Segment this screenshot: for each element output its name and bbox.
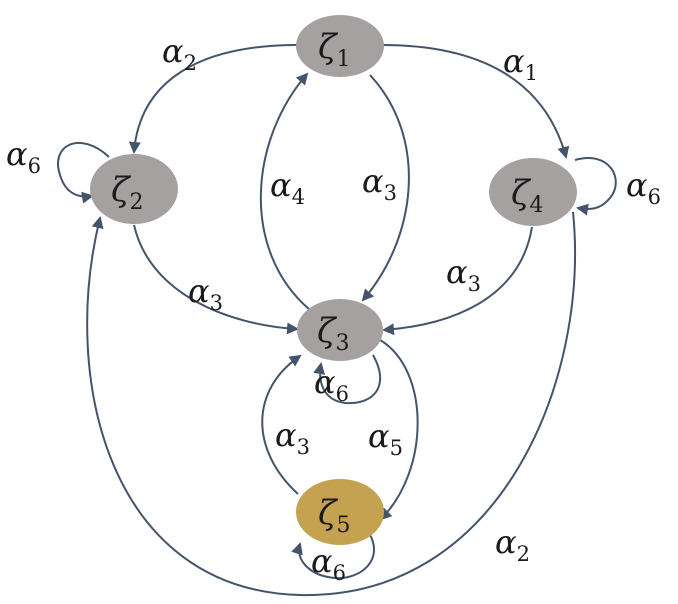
edge-z3-z5 <box>379 339 419 521</box>
node-zeta-5: ζ5 <box>296 479 384 545</box>
edge-z5-z5 <box>291 532 376 580</box>
edge-z1-z3 <box>361 74 410 302</box>
edge-label-z2-z3: α3 <box>188 272 223 315</box>
edge-label-z1-z2: α2 <box>162 32 197 75</box>
edge-label-z4-z4: α6 <box>626 166 661 209</box>
edge-z4-z2 <box>86 211 577 597</box>
edge-label-z2-z2: α6 <box>6 135 41 178</box>
node-zeta-4-label: ζ4 <box>511 173 543 218</box>
edge-label-z4-z2: α2 <box>495 523 530 566</box>
edge-z1-z4 <box>381 44 570 159</box>
node-zeta-3-shape <box>297 299 383 361</box>
edge-z5-z3 <box>261 354 302 495</box>
edge-z4-z3 <box>382 226 533 336</box>
node-zeta-4-shape <box>489 158 577 226</box>
node-zeta-2-label: ζ2 <box>111 170 143 215</box>
edge-label-z3-z5: α5 <box>368 417 403 460</box>
edge-z2-z3 <box>133 224 299 335</box>
edge-label-z5-z5: α6 <box>311 542 346 585</box>
edge-label-z1-z3: α3 <box>362 162 397 205</box>
edges <box>57 44 617 597</box>
node-zeta-1-label: ζ1 <box>318 27 350 72</box>
edge-z1-z2 <box>128 44 299 154</box>
node-zeta-2: ζ2 <box>90 154 178 224</box>
edge-label-z5-z3: α3 <box>275 416 310 459</box>
node-zeta-5-shape <box>296 479 384 545</box>
node-zeta-5-label: ζ5 <box>318 493 350 538</box>
node-zeta-3-label: ζ3 <box>317 311 349 356</box>
edge-z4-z4 <box>574 157 617 216</box>
edge-label-z1-z4: α1 <box>503 42 538 85</box>
edge-z2-z2 <box>57 141 110 204</box>
edge-label-z3-z1: α4 <box>270 166 305 209</box>
node-zeta-4: ζ4 <box>489 158 577 226</box>
nodes: ζ1 ζ2 ζ3 ζ4 ζ5 <box>90 15 577 545</box>
node-zeta-1-shape <box>296 15 384 77</box>
edge-label-z4-z3: α3 <box>446 253 481 296</box>
node-zeta-2-shape <box>90 154 178 224</box>
node-zeta-1: ζ1 <box>296 15 384 77</box>
node-zeta-3: ζ3 <box>297 299 383 361</box>
edge-z3-z1 <box>259 72 311 311</box>
edge-z3-z3 <box>313 354 382 405</box>
edge-label-z3-z3: α6 <box>314 363 349 406</box>
edge-labels: α2 α1 α4 α3 α6 α6 α3 α3 α6 α5 α3 <box>6 32 661 585</box>
